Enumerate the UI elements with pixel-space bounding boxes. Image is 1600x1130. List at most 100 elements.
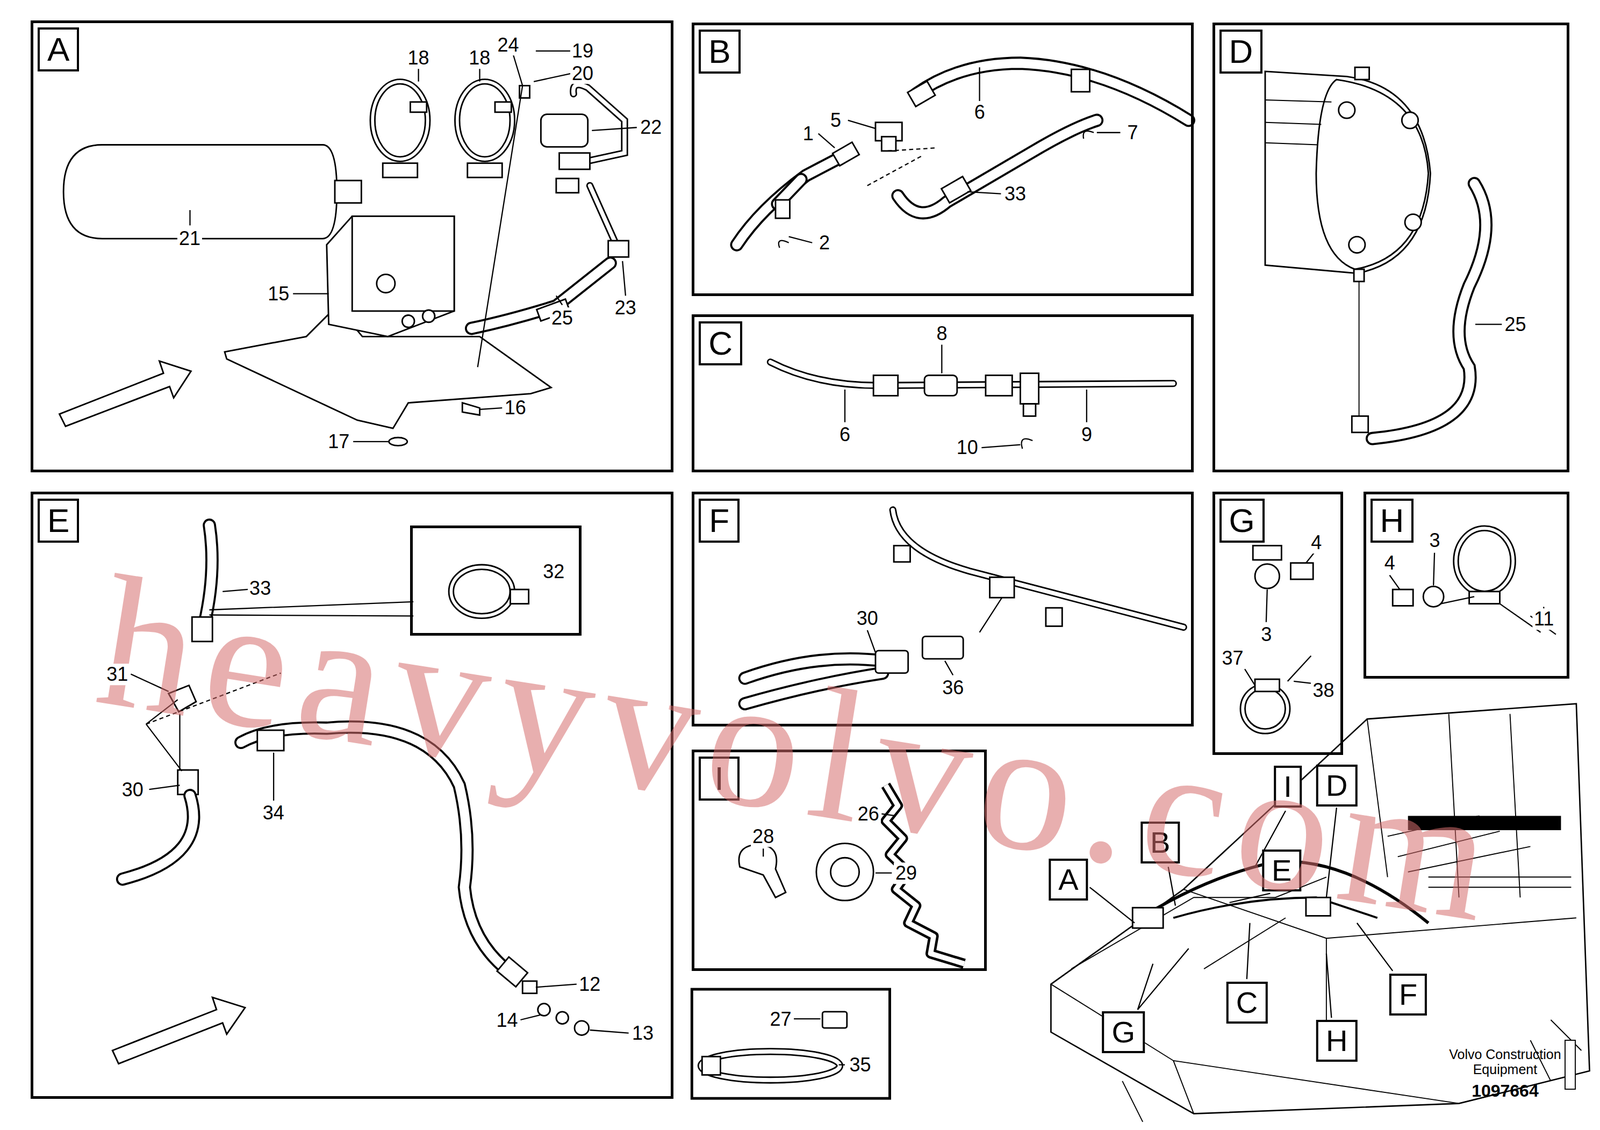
clips-panel-g-part xyxy=(1290,563,1313,580)
parts-panel-ties-part xyxy=(700,1051,840,1081)
callout-number: 25 xyxy=(549,307,575,330)
accumulator-assembly-part xyxy=(559,153,591,170)
callout-number: 34 xyxy=(261,802,286,824)
accumulator-assembly-part xyxy=(590,185,616,243)
pipe-panel-c-part xyxy=(1020,373,1039,405)
view-panel: H xyxy=(1363,491,1570,679)
callout-number: 24 xyxy=(495,34,521,56)
callout-number: 31 xyxy=(104,663,130,686)
hose-panel-b-part xyxy=(907,81,936,107)
parts-panel-ties-part xyxy=(701,1056,721,1075)
callout-number: 18 xyxy=(467,47,492,69)
callout-number: 37 xyxy=(1220,647,1245,670)
callout-number: 1 xyxy=(801,123,816,145)
accumulator-assembly-part xyxy=(422,310,435,323)
hose-panel-b-part xyxy=(832,142,859,167)
clips-panel-g-part xyxy=(1266,553,1315,623)
view-letter: G xyxy=(1219,498,1265,543)
callout-number: 28 xyxy=(750,826,776,848)
callout-number: 33 xyxy=(247,578,273,600)
hose-panel-f-part xyxy=(989,577,1015,598)
view-letter: H xyxy=(1318,1022,1355,1060)
view-letter: F xyxy=(698,498,740,543)
callout-number: 3 xyxy=(1259,623,1274,646)
hose-panel-f-part xyxy=(922,636,964,659)
callout-number: 15 xyxy=(266,283,291,305)
accumulator-assembly-part xyxy=(457,81,513,160)
clips-panel-g-part xyxy=(1244,669,1311,686)
pipe-panel-c-part xyxy=(1023,404,1036,417)
accumulator-assembly-part xyxy=(402,314,415,328)
pipe-panel-c-part xyxy=(985,375,1013,396)
hose-panel-b-part xyxy=(881,136,896,152)
clips-panel-h-part xyxy=(1455,528,1513,594)
pipe-panel-c-part xyxy=(873,375,899,396)
callout-number: 4 xyxy=(1382,552,1397,575)
accumulator-assembly-part xyxy=(372,81,428,160)
accumulator-assembly-part xyxy=(462,403,480,416)
clips-panel-g-part xyxy=(1252,545,1282,561)
hose-panel-f-part xyxy=(892,510,1184,628)
cylinder-panel-d-part xyxy=(1372,183,1486,440)
callout-number: 36 xyxy=(940,677,966,699)
cylinder-panel-d-part xyxy=(1316,79,1429,270)
accumulator-assembly-part xyxy=(410,102,427,113)
hose-panel-e-part xyxy=(522,981,537,994)
clips-panel-h-part xyxy=(1392,589,1413,606)
accumulator-assembly-part xyxy=(608,240,629,257)
accumulator-assembly-part xyxy=(59,361,192,427)
locator-box: F xyxy=(1389,973,1427,1016)
callout-number: 26 xyxy=(856,803,881,825)
accumulator-assembly xyxy=(59,51,637,447)
callout-number: 6 xyxy=(972,101,987,124)
callout-number: 4 xyxy=(1309,532,1324,554)
hose-panel-f-part xyxy=(979,597,1003,633)
callout-number: 13 xyxy=(630,1022,656,1045)
clips-panel-h-part xyxy=(1440,596,1556,635)
cylinder-panel-d xyxy=(1265,67,1502,439)
callout-number: 8 xyxy=(934,323,949,345)
hose-panel-b-part xyxy=(788,67,1121,243)
cylinder-panel-d-part xyxy=(1353,269,1365,282)
hose-panel-b-part xyxy=(867,147,937,186)
callout-number: 11 xyxy=(1532,608,1556,631)
cylinder-panel-d-part xyxy=(1475,323,1502,325)
clips-panel-g-part xyxy=(1254,564,1280,590)
callout-number: 29 xyxy=(893,862,919,885)
view-letter: G xyxy=(1104,1013,1144,1052)
accumulator-assembly-part xyxy=(494,102,512,113)
pipe-panel-c-part xyxy=(770,362,1174,386)
parts-panel-ties-part xyxy=(822,1012,848,1029)
view-letter: B xyxy=(698,29,741,74)
callout-number: 17 xyxy=(326,431,351,453)
accumulator-assembly-part xyxy=(389,437,408,446)
callout-number: 25 xyxy=(1502,313,1528,336)
cylinder-panel-d-part xyxy=(1372,183,1486,440)
brand-name: Volvo Construction Equipment xyxy=(1422,1047,1588,1078)
accumulator-assembly-part xyxy=(352,216,455,312)
callout-number: 3 xyxy=(1427,529,1442,552)
callout-number: 10 xyxy=(955,437,980,459)
accumulator-assembly-part xyxy=(189,51,637,442)
accumulator-assembly-part xyxy=(382,163,418,178)
hose-panel-b-part xyxy=(898,120,1097,213)
clips-panel-h xyxy=(1389,528,1556,635)
hose-panel-e-part xyxy=(556,1012,569,1025)
callout-number: 23 xyxy=(613,297,638,320)
cylinder-panel-d-part xyxy=(1358,281,1360,417)
callout-number: 22 xyxy=(638,117,664,139)
locator-box: G xyxy=(1102,1011,1146,1054)
callout-number: 19 xyxy=(570,40,595,62)
view-panel: D xyxy=(1212,22,1570,473)
machine-overview-part xyxy=(1565,1040,1576,1090)
clips-panel-h-part xyxy=(1423,586,1444,607)
callout-number: 6 xyxy=(837,424,852,446)
callout-number: 38 xyxy=(1310,680,1336,702)
hose-panel-b-part xyxy=(736,153,850,246)
callout-number: 27 xyxy=(768,1008,793,1031)
callout-number: 18 xyxy=(405,47,431,69)
cylinder-panel-d-part xyxy=(1338,102,1355,119)
accumulator-assembly-part xyxy=(326,216,455,337)
cylinder-panel-d-part xyxy=(1265,71,1431,274)
